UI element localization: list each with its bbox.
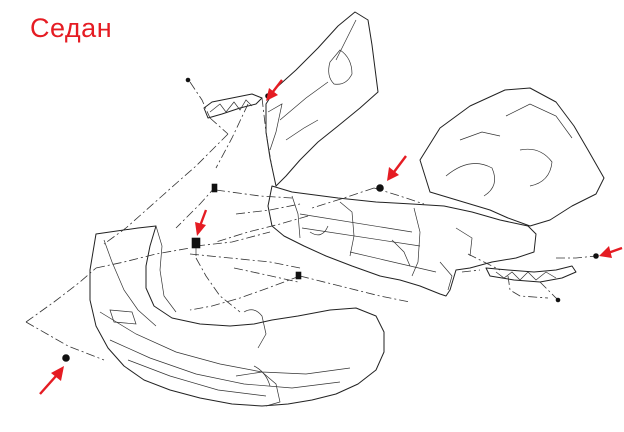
clip-icon	[295, 271, 302, 280]
bolt-icon	[593, 253, 599, 259]
left-upper-bumper-bracket	[203, 93, 263, 119]
right-rear-quarter-panel	[419, 87, 605, 227]
clip-icon	[191, 237, 201, 256]
bolt-icon	[555, 297, 561, 303]
right-side-bumper-bracket	[485, 265, 577, 283]
fastener-arrow-upper-left	[266, 79, 283, 101]
fastener-arrow-center	[387, 155, 407, 181]
left-rear-quarter-panel	[265, 11, 379, 187]
diagram-title: Седан	[30, 13, 113, 43]
bolt-icon	[376, 184, 384, 192]
bolt-icon	[62, 354, 70, 362]
clip-icon	[211, 183, 218, 193]
bolt-icon	[185, 77, 191, 83]
rear-bumper-cover	[89, 225, 385, 407]
fastener-arrow-right	[599, 246, 623, 258]
fastener-arrow-clip	[195, 209, 208, 236]
fasteners	[62, 77, 599, 362]
rear-body-panel	[267, 185, 537, 297]
fastener-arrow-lower-left	[39, 366, 64, 395]
